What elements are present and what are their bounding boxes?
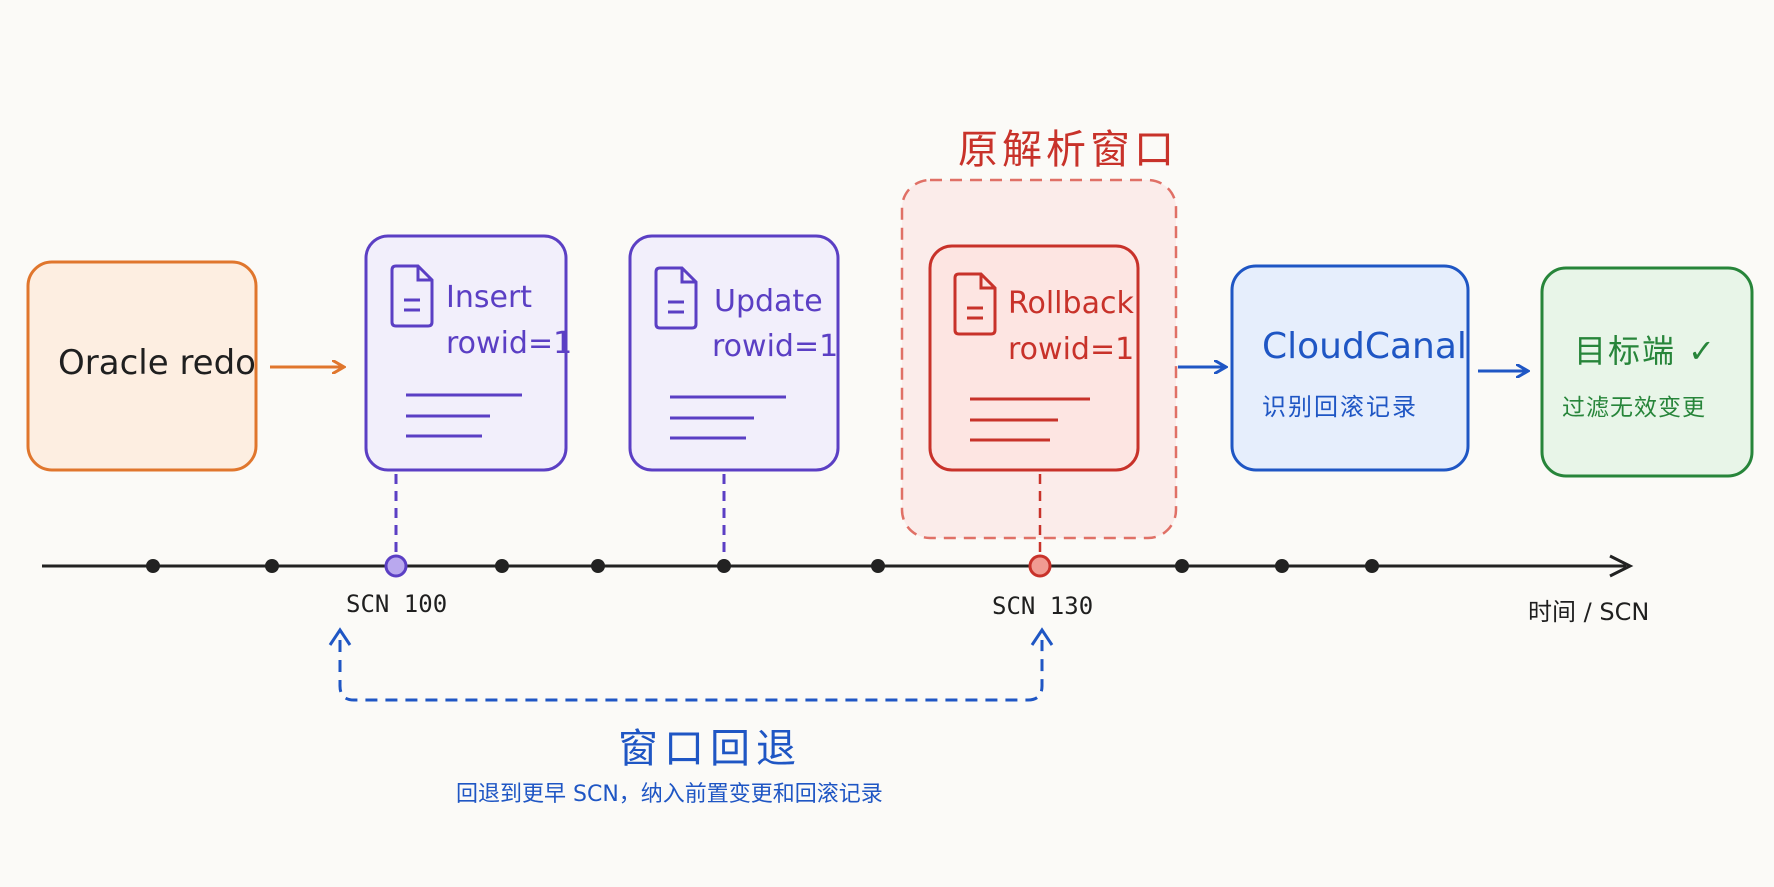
rewind-title: 窗口回退 xyxy=(618,726,802,772)
timeline-tick xyxy=(1365,559,1379,573)
cloudcanal-title: CloudCanal xyxy=(1262,326,1467,367)
cloudcanal-box xyxy=(1230,264,1470,472)
timeline-axis-label: 时间 / SCN xyxy=(1528,598,1650,626)
original-window-label: 原解析窗口 xyxy=(958,127,1178,173)
event-box-update xyxy=(628,234,840,472)
timeline-tick xyxy=(495,559,509,573)
event-rowid-update: rowid=1 xyxy=(712,329,839,364)
timeline-tick xyxy=(717,559,731,573)
marker-scn-130 xyxy=(1028,554,1052,578)
target-title: 目标端 ✓ xyxy=(1574,332,1717,370)
source-label: Oracle redo xyxy=(58,343,256,383)
timeline-tick xyxy=(1175,559,1189,573)
rewind-bracket xyxy=(338,640,1044,702)
marker-scn-100 xyxy=(384,554,408,578)
scn-100-label: SCN 100 xyxy=(346,590,448,618)
target-subtitle: 过滤无效变更 xyxy=(1562,395,1706,421)
event-rowid-rollback: rowid=1 xyxy=(1008,332,1135,367)
rewind-description: 回退到更早 SCN，纳入前置变更和回滚记录 xyxy=(456,782,883,807)
event-rowid-insert: rowid=1 xyxy=(446,326,573,361)
timeline-ticks xyxy=(146,559,1379,573)
rewind-arrow-left xyxy=(328,627,352,646)
document-icon xyxy=(654,266,698,330)
timeline-tick xyxy=(146,559,160,573)
rewind-arrow-right xyxy=(1030,627,1054,646)
event-box-insert xyxy=(364,234,568,472)
event-op-update: Update xyxy=(714,284,823,319)
timeline-tick xyxy=(1275,559,1289,573)
event-op-rollback: Rollback xyxy=(1008,286,1134,321)
timeline-tick xyxy=(871,559,885,573)
event-op-insert: Insert xyxy=(446,280,533,315)
cloudcanal-subtitle: 识别回滚记录 xyxy=(1262,393,1418,421)
source-box xyxy=(26,260,258,472)
timeline-arrowhead xyxy=(1609,554,1634,578)
timeline-tick xyxy=(591,559,605,573)
event-box-rollback xyxy=(928,244,1140,472)
scn-130-label: SCN 130 xyxy=(992,592,1094,620)
target-box xyxy=(1540,266,1754,478)
timeline-tick xyxy=(265,559,279,573)
document-icon xyxy=(953,272,997,336)
document-icon xyxy=(390,264,434,328)
